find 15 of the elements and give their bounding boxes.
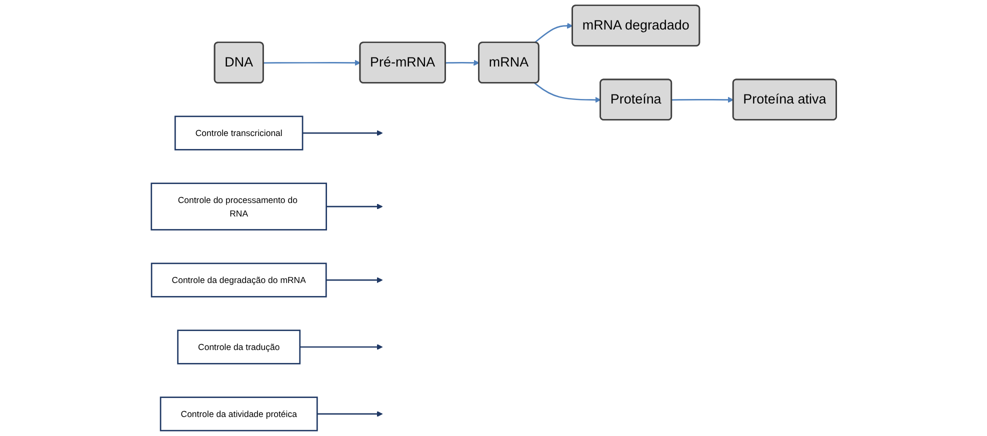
arrow [534,22,573,44]
node-box [160,396,318,432]
node-box [176,330,300,364]
arrow [445,60,480,66]
node-box [150,182,327,230]
node-box [174,116,303,150]
arrow [263,60,360,66]
arrow [316,411,382,417]
arrow [534,82,601,103]
arrow [300,344,382,350]
arrow [326,204,382,210]
node-box [150,262,326,298]
arrow [302,130,382,136]
arrow [326,277,382,284]
arrow [671,96,734,103]
